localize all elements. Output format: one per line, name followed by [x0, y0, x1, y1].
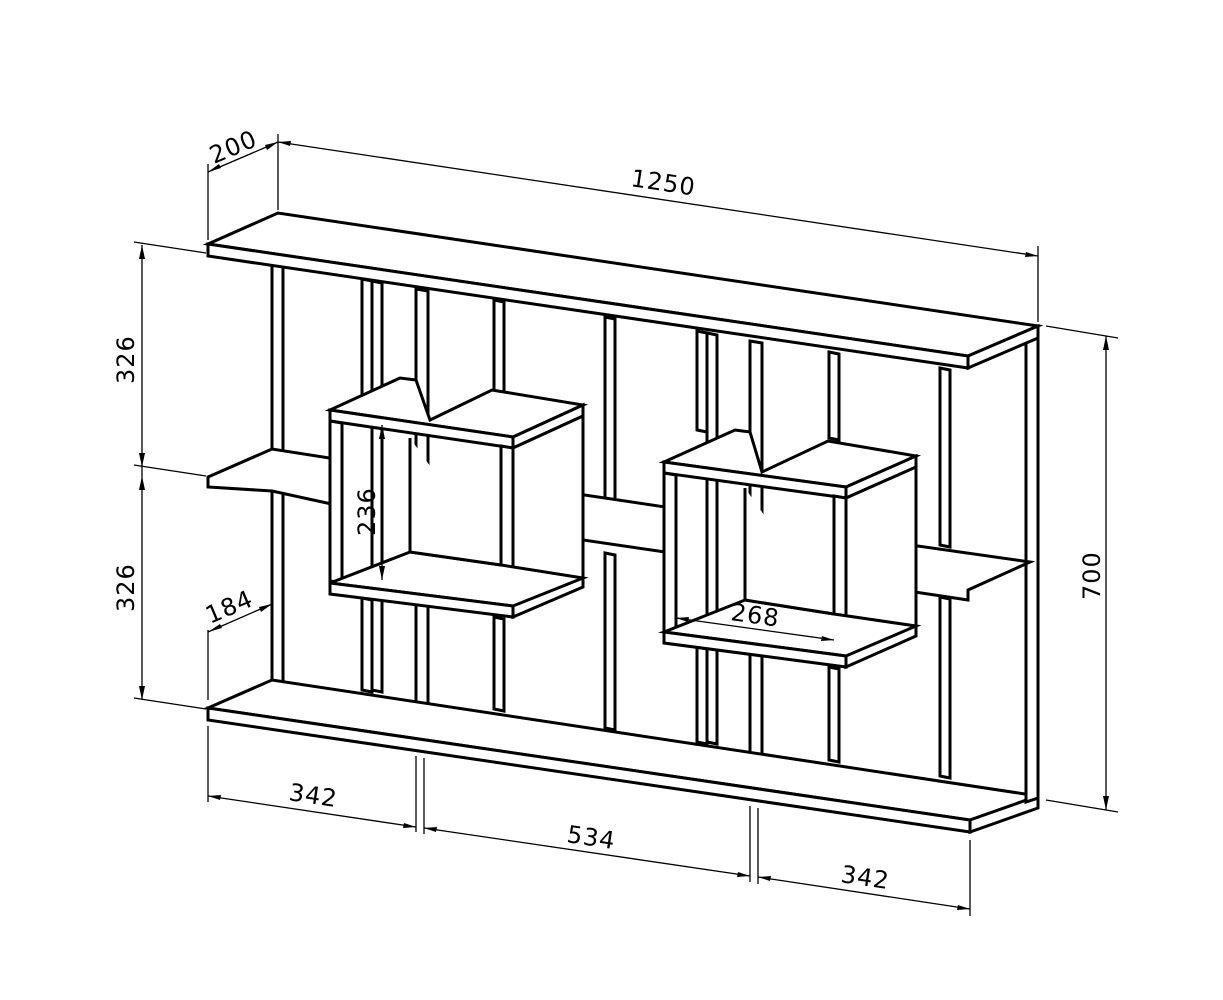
rear-panel-c-lower: [603, 551, 617, 732]
left-cube-left-side: [328, 419, 344, 585]
rear-panel-c-upper: [603, 315, 617, 502]
shelf-body: [202, 211, 1044, 835]
dim-upper-section: 326: [112, 335, 140, 384]
dim-depth: 200: [205, 125, 261, 170]
dim-height: 700: [1078, 551, 1106, 600]
divider-middle-back: [370, 279, 384, 694]
rear-panel-b-upper: [492, 298, 506, 400]
right-cube-left-side: [662, 471, 678, 636]
dim-box-inner-width: 268: [729, 598, 781, 633]
right-cube-back-edge: [743, 488, 835, 616]
rear-panel-e-lower: [827, 665, 841, 764]
top-board: [202, 211, 1044, 358]
rear-panel-right-upper: [938, 366, 952, 549]
rear-panel-left-lower: [270, 487, 285, 684]
dim-left-bay: 342: [287, 778, 339, 813]
dimension-lines: [133, 134, 1119, 916]
left-cube-back-edge: [408, 438, 502, 567]
top-board-end: [966, 323, 1040, 371]
left-cube-bottom-front: [328, 581, 515, 619]
right-cube-bottom-front: [662, 630, 848, 669]
bottom-board-end: [968, 793, 1040, 835]
rear-panel-b-lower: [492, 615, 506, 713]
dim-box-inner-height: 236: [353, 487, 381, 536]
rear-panel-right-lower: [938, 595, 952, 780]
dim-lower-section: 326: [112, 563, 140, 612]
left-cube-right-end: [511, 413, 585, 620]
rear-panel-left-upper: [270, 262, 285, 457]
left-cube: [324, 376, 589, 620]
rear-panel-e-upper: [827, 350, 841, 442]
right-end-panel: [1024, 333, 1040, 805]
divider-right-back: [705, 331, 719, 746]
right-cube: [658, 428, 922, 670]
